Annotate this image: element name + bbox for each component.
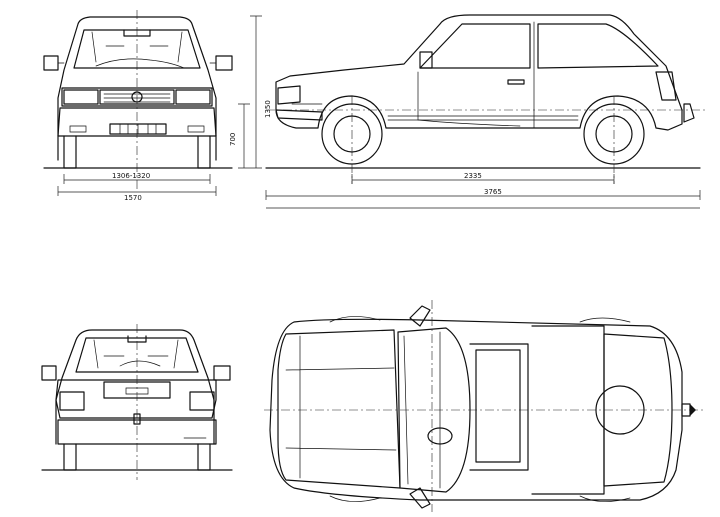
dim-overall-width: 1570 [124,194,142,202]
dim-front-track: 1306-1320 [112,172,150,180]
dim-overall-length: 3765 [484,188,502,196]
top-view [264,300,706,512]
rear-view [41,324,233,480]
dim-ground-to-bumper: 700 [229,133,237,146]
side-dimensions: 2335 3765 [265,172,701,209]
dim-overall-height: 1350 [264,100,272,118]
side-view [265,14,706,184]
front-dimensions: 1306-1320 1570 700 1350 [57,15,272,202]
dim-wheelbase: 2335 [464,172,482,180]
front-view [43,10,233,190]
